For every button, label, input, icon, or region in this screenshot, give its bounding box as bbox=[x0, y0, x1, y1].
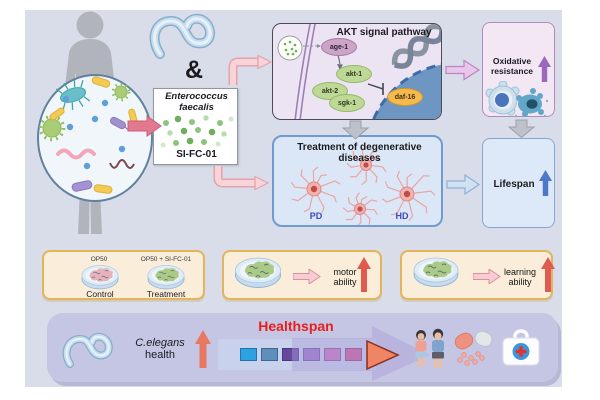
gradient-square bbox=[261, 348, 278, 361]
up-arrow-red bbox=[357, 257, 371, 292]
cell-membrane-line bbox=[294, 24, 311, 119]
dna-icon bbox=[391, 24, 441, 69]
up-arrow-coral bbox=[195, 330, 211, 368]
op50-sifc01-label: OP50 + SI-FC-01 bbox=[140, 256, 192, 263]
species-name: Enterococcus faecalis bbox=[165, 91, 228, 113]
petri-dish bbox=[413, 257, 459, 287]
green-bacteria-dots bbox=[160, 115, 234, 148]
first-aid-kit-icon bbox=[502, 329, 540, 366]
healthspan-gradient bbox=[47, 313, 558, 382]
pd-label: PD bbox=[309, 211, 323, 221]
degenerative-diseases-panel: Treatment of degenerative diseases PD HD bbox=[272, 135, 443, 227]
gradient-square bbox=[282, 348, 299, 361]
right-arrow-pink bbox=[293, 269, 321, 284]
gradient-square bbox=[240, 348, 257, 361]
treatment-label: Treatment bbox=[146, 289, 186, 299]
lifespan-panel: Lifespan bbox=[482, 138, 555, 228]
akt-pathway-panel: AKT signal pathway age-1 akt-1 akt-2 sgk… bbox=[272, 23, 442, 120]
control-label: Control bbox=[86, 289, 114, 299]
akt-panel-title: AKT signal pathway bbox=[336, 27, 432, 38]
healthspan-title: Healthspan bbox=[258, 318, 334, 334]
treatment-panel-title: Treatment of degenerative diseases bbox=[297, 142, 422, 165]
healthspan-arrow bbox=[292, 326, 430, 381]
oxidative-label: Oxidative resistance bbox=[490, 56, 534, 76]
motor-ability-label: motor ability bbox=[333, 267, 357, 288]
petri-dish bbox=[234, 257, 282, 288]
worm-icon bbox=[62, 332, 113, 368]
oxidative-resistance-panel: Oxidative resistance bbox=[482, 22, 555, 118]
op50-label: OP50 bbox=[90, 256, 108, 263]
gene-age-1: age-1 bbox=[321, 38, 357, 56]
treatment-petri-dish bbox=[147, 265, 185, 290]
big-purple-arrow bbox=[292, 326, 430, 381]
gradient-square bbox=[324, 348, 341, 361]
learning-ability-panel: learning ability bbox=[400, 250, 555, 300]
learning-ability-label: learning ability bbox=[503, 267, 537, 288]
couple-icon bbox=[415, 328, 444, 368]
lifespan-label: Lifespan bbox=[493, 179, 535, 190]
control-petri-dish bbox=[81, 265, 119, 290]
healthspan-bar: C.elegans health Healthspan bbox=[47, 313, 558, 382]
health-icons bbox=[415, 328, 540, 368]
ampersand: & bbox=[185, 56, 204, 84]
right-arrow-pink bbox=[473, 269, 501, 284]
motor-ability-panel: motor ability bbox=[222, 250, 382, 300]
human-silhouette bbox=[62, 11, 118, 234]
cells-icon bbox=[485, 81, 549, 118]
neurons-art bbox=[290, 146, 436, 225]
gradient-square bbox=[345, 348, 362, 361]
plates-panel: OP50 OP50 + SI-FC-01 Control Treatment bbox=[42, 250, 205, 300]
bacteria-circle-icon bbox=[277, 35, 303, 61]
hd-label: HD bbox=[395, 211, 409, 221]
gene-sgk-1: sgk-1 bbox=[329, 94, 365, 112]
strain-card: Enterococcus faecalis SI-FC-01 bbox=[153, 88, 238, 165]
arrowhead-triangle bbox=[366, 339, 400, 371]
gene-daf-16: daf-16 bbox=[387, 88, 423, 106]
gradient-square bbox=[303, 348, 320, 361]
up-arrow-red bbox=[541, 257, 555, 292]
up-arrow-blue bbox=[539, 170, 552, 196]
celegans-health-label: C.elegans health bbox=[135, 337, 185, 362]
capsule-pills-icon bbox=[454, 330, 493, 366]
strain-id: SI-FC-01 bbox=[176, 149, 217, 160]
inhibition-line bbox=[367, 83, 384, 90]
gene-akt-1: akt-1 bbox=[336, 65, 372, 83]
up-arrow-purple bbox=[538, 56, 551, 82]
